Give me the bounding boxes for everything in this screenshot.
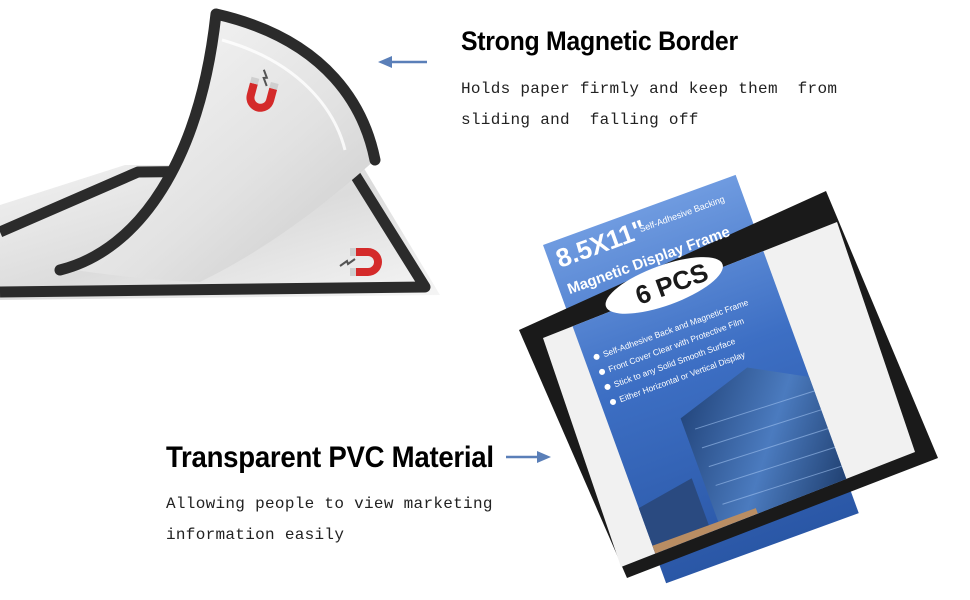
product-photo: 8.5X11" Self-Adhesive Backing Magnetic D…: [519, 174, 938, 584]
arrow-left-icon: [378, 56, 427, 68]
magnetic-frame-photo: [0, 8, 440, 300]
description-line: Holds paper firmly and keep them from: [461, 80, 838, 98]
peeled-cover-border: [54, 8, 381, 276]
arrow-right-icon: [506, 451, 551, 463]
peeled-cover: [60, 14, 375, 282]
magnet-icon: [246, 69, 279, 112]
description-line: Allowing people to view marketing: [166, 495, 493, 513]
description-line: sliding and falling off: [461, 111, 699, 129]
description-line: information easily: [166, 526, 345, 544]
feature-description-magnetic-border: Holds paper firmly and keep them from sl…: [461, 74, 837, 136]
magnet-icon: [339, 248, 382, 276]
feature-title-magnetic-border: Strong Magnetic Border: [461, 26, 738, 56]
pcs-badge: [605, 257, 723, 314]
feature-title-pvc-material: Transparent PVC Material: [166, 441, 494, 474]
feature-description-pvc-material: Allowing people to view marketing inform…: [166, 489, 493, 551]
